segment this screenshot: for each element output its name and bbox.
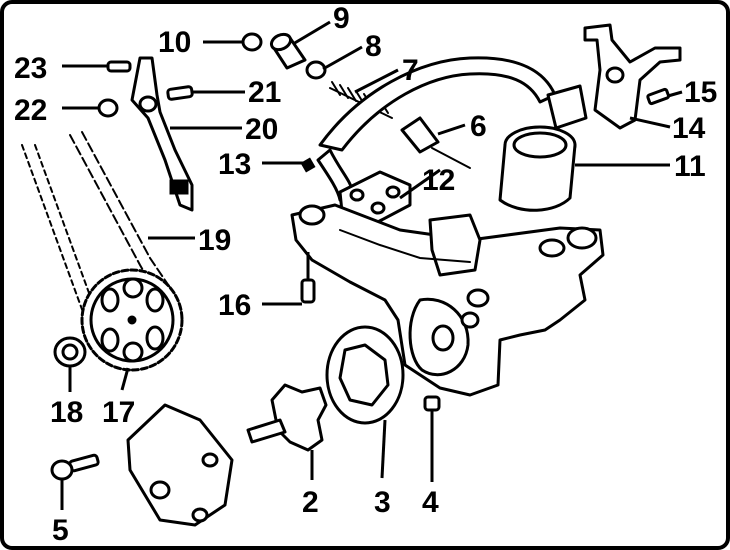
callout-21: 21: [248, 76, 281, 109]
callout-12: 12: [422, 164, 455, 197]
callout-11: 11: [674, 150, 706, 183]
o-ring-10: [241, 32, 263, 52]
callout-6: 6: [470, 110, 487, 143]
oil-pump-housing: [290, 203, 605, 397]
oil-strainer: [498, 125, 577, 212]
pin-23: [106, 60, 132, 73]
bolt-16: [300, 278, 316, 304]
callout-16: 16: [218, 289, 251, 322]
callout-13: 13: [218, 148, 251, 181]
callout-5: 5: [52, 514, 69, 547]
leader-lines: [60, 20, 683, 510]
callout-23: 23: [14, 52, 47, 85]
o-ring-8: [305, 60, 327, 80]
dowel-pin: [423, 395, 441, 412]
pump-cover: [126, 403, 234, 527]
relief-valve-plunger: [400, 116, 471, 169]
callout-labels: 10 9 8 7 23 21 15 22 20 6 14 13 12 11 19…: [14, 2, 717, 547]
bolt-15: [646, 87, 671, 106]
pipe-bracket: [546, 23, 682, 130]
callout-22: 22: [14, 94, 47, 127]
callout-19: 19: [198, 224, 231, 257]
callout-17: 17: [102, 396, 135, 429]
oil-pump-sprocket: [80, 268, 184, 372]
chain-tensioner: [130, 56, 194, 212]
cover-bolt: [50, 453, 100, 481]
pin-21: [166, 85, 194, 101]
callout-7: 7: [402, 54, 419, 87]
callout-10: 10: [158, 26, 191, 59]
callout-18: 18: [50, 396, 83, 429]
callout-9: 9: [333, 2, 350, 35]
callout-20: 20: [245, 113, 278, 146]
callout-14: 14: [672, 112, 706, 145]
bolt-13: [300, 157, 316, 173]
callout-15: 15: [684, 76, 717, 109]
callout-2: 2: [302, 486, 319, 519]
inner-rotor: [246, 383, 328, 452]
callout-4: 4: [422, 486, 439, 519]
callout-3: 3: [374, 486, 391, 519]
callout-8: 8: [365, 30, 382, 63]
outer-rotor: [325, 325, 405, 425]
sprocket-nut: [53, 336, 87, 368]
plug-9: [269, 32, 307, 70]
washer-22: [97, 98, 119, 118]
